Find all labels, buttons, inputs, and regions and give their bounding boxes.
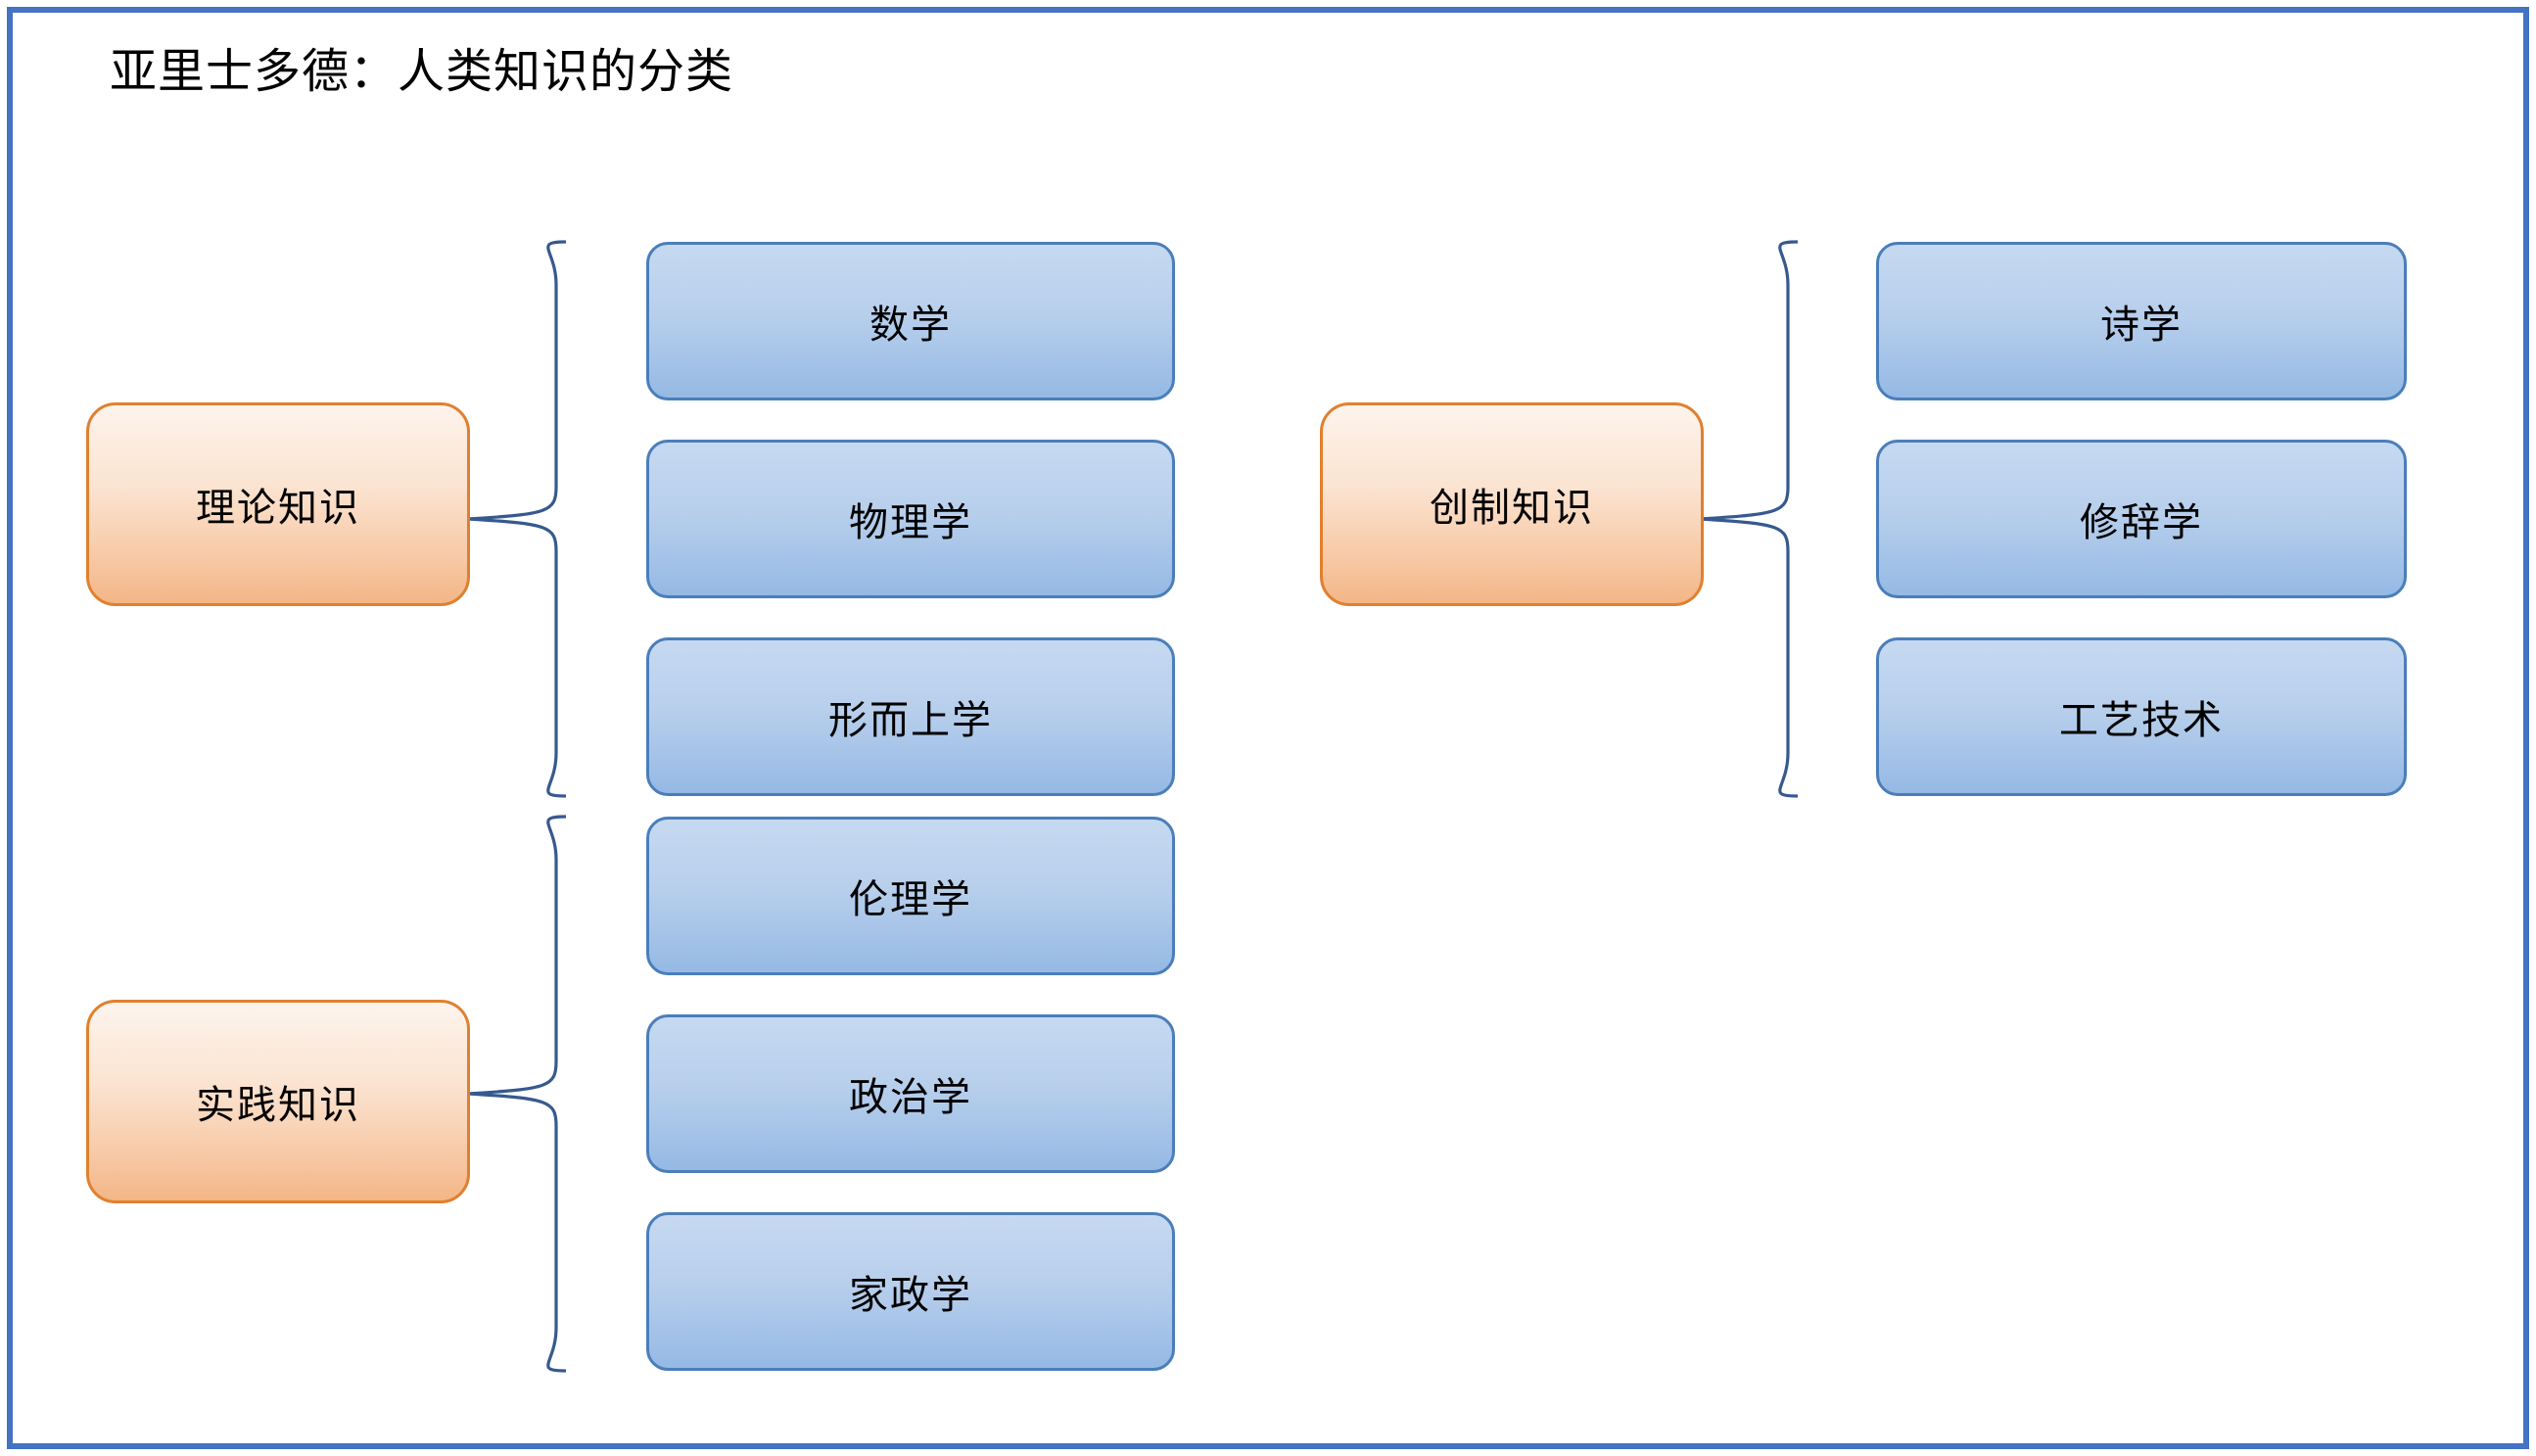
connector-brace-practical	[467, 815, 567, 1373]
connector-brace-productive	[1699, 240, 1799, 798]
page-title: 亚里士多德：人类知识的分类	[110, 46, 734, 98]
node-physics[interactable]: 物理学	[646, 440, 1175, 598]
node-mathematics[interactable]: 数学	[646, 242, 1175, 400]
node-craft-technology[interactable]: 工艺技术	[1876, 637, 2407, 796]
node-label: 政治学	[849, 1076, 972, 1119]
node-label: 伦理学	[849, 878, 972, 921]
node-label: 数学	[869, 304, 952, 347]
node-metaphysics[interactable]: 形而上学	[646, 637, 1175, 796]
node-rhetoric[interactable]: 修辞学	[1876, 440, 2407, 598]
connector-brace-theoretical	[467, 240, 567, 798]
node-label: 创制知识	[1430, 487, 1594, 530]
node-label: 家政学	[849, 1274, 972, 1317]
node-practical-knowledge[interactable]: 实践知识	[86, 1000, 470, 1203]
node-theoretical-knowledge[interactable]: 理论知识	[86, 402, 470, 606]
node-ethics[interactable]: 伦理学	[646, 817, 1175, 975]
node-poetics[interactable]: 诗学	[1876, 242, 2407, 400]
node-label: 物理学	[849, 501, 972, 544]
node-label: 实践知识	[196, 1084, 360, 1127]
node-label: 修辞学	[2080, 501, 2203, 544]
node-politics[interactable]: 政治学	[646, 1014, 1175, 1173]
node-productive-knowledge[interactable]: 创制知识	[1320, 402, 1704, 606]
node-label: 诗学	[2100, 304, 2183, 347]
node-label: 形而上学	[828, 699, 993, 742]
node-household-management[interactable]: 家政学	[646, 1212, 1175, 1371]
node-label: 理论知识	[196, 487, 360, 530]
node-label: 工艺技术	[2059, 699, 2224, 742]
